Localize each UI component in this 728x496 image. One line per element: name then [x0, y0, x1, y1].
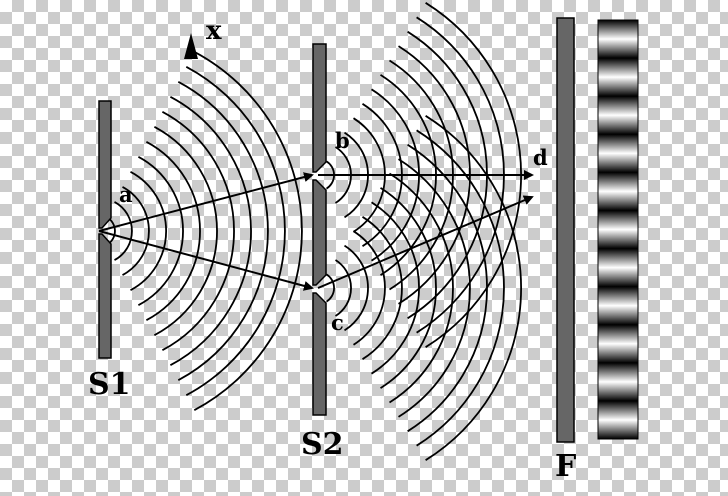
wavefront-arc — [371, 201, 420, 375]
wavefront-arc — [362, 216, 403, 360]
label-s2: S2 — [301, 427, 344, 462]
wavefront-arc — [185, 66, 286, 396]
label-c: c — [331, 310, 344, 335]
x-axis-label: x — [206, 16, 222, 46]
wavefronts-from-slit-a — [106, 51, 303, 411]
wavefront-arc — [177, 81, 269, 381]
wavefront-arc — [325, 273, 335, 303]
barrier-s1 — [98, 100, 112, 359]
ray-a-to-c — [98, 230, 314, 291]
label-d: d — [533, 145, 548, 170]
wavefront-arc — [407, 143, 488, 433]
barrier-s2 — [312, 43, 327, 416]
ray-c-to-d — [317, 195, 534, 289]
wavefront-arc — [161, 111, 235, 351]
wavefront-arc — [425, 115, 522, 461]
ray-arrows — [98, 170, 534, 291]
wavefront-arc — [389, 172, 454, 404]
wavefront-arc — [169, 96, 252, 366]
wavefront-arc — [380, 187, 437, 389]
wavefront-arc — [153, 126, 218, 336]
wavefront-arc — [335, 259, 352, 317]
interference-pattern — [597, 19, 639, 440]
wavefront-arc — [353, 230, 386, 346]
label-b: b — [335, 128, 350, 153]
wavefront-arc — [114, 201, 133, 261]
label-f: F — [555, 449, 577, 484]
label-s1: S1 — [88, 367, 131, 402]
wavefront-arc — [344, 244, 369, 332]
wavefront-arc — [137, 156, 184, 306]
label-a: a — [119, 182, 133, 207]
wavefront-arc — [122, 186, 150, 276]
wavefront-arc — [130, 171, 168, 291]
wavefront-arc — [416, 129, 505, 447]
wavefronts-from-slits-b-c — [325, 2, 522, 461]
wavefront-arc — [398, 158, 471, 418]
wavefront-arc — [145, 141, 201, 321]
wavefront-arc — [193, 51, 303, 411]
x-axis-arrow-icon — [184, 33, 198, 59]
ray-a-to-b — [98, 172, 314, 232]
screen-f — [556, 17, 575, 443]
